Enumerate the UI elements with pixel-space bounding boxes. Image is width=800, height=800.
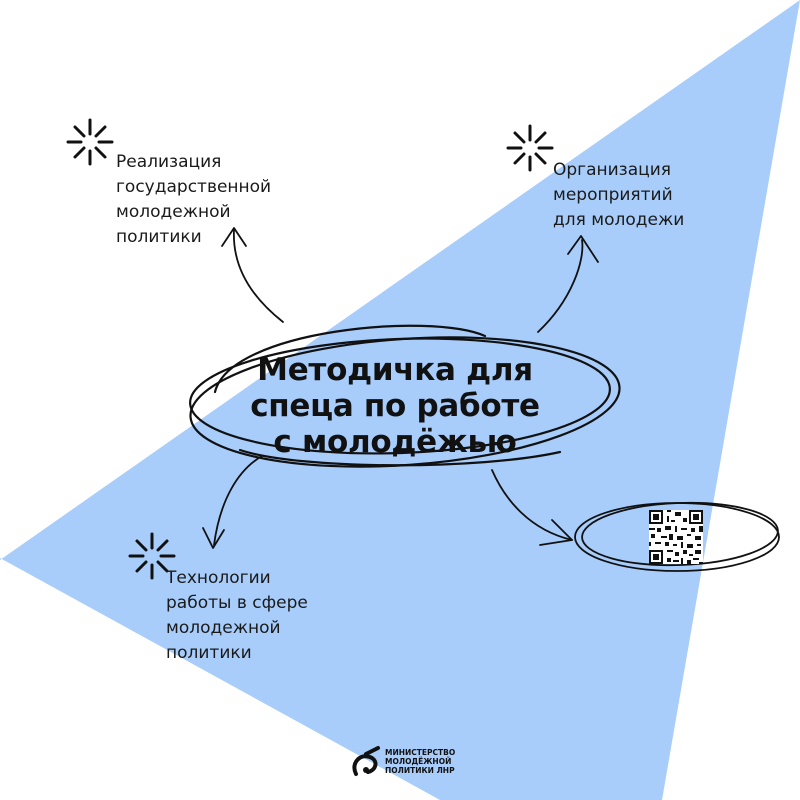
ministry-logo-icon xyxy=(352,746,380,776)
title-scribble-ellipse xyxy=(189,324,621,468)
logo-line: ПОЛИТИКИ ЛНР xyxy=(385,766,455,775)
title-line: спеца по работе xyxy=(250,388,540,424)
logo-line: МОЛОДЁЖНОЙ xyxy=(385,757,452,766)
title-line: Методичка для xyxy=(257,352,533,388)
topic-line: Технологии xyxy=(166,568,271,588)
arrow-to-topic-3 xyxy=(202,455,263,549)
topic-line: для молодежи xyxy=(553,210,685,230)
arrow-to-topic-2 xyxy=(537,235,599,333)
topic-line: Реализация xyxy=(116,152,222,172)
topic-line: политики xyxy=(166,643,252,663)
arrow-to-topic-1 xyxy=(221,227,284,323)
sparkle-burst-icon xyxy=(128,532,176,580)
logo-line: МИНИСТЕРСТВО xyxy=(385,748,456,757)
sparkle-burst-icon xyxy=(66,118,114,166)
topic-line: Организация xyxy=(553,160,671,180)
qr-scribble-ellipse xyxy=(574,501,780,572)
main-title: Методичка для спеца по работе с молодёжь… xyxy=(205,352,585,460)
topic-line: молодежной xyxy=(116,202,231,222)
arrow-to-qr xyxy=(491,469,573,546)
topic-line: государственной xyxy=(116,177,272,197)
topic-technologies: Технологии работы в сфере молодежной пол… xyxy=(166,566,308,666)
title-line: с молодёжью xyxy=(273,424,517,460)
ministry-logo-text: МИНИСТЕРСТВО МОЛОДЁЖНОЙ ПОЛИТИКИ ЛНР xyxy=(385,748,455,775)
topic-line: работы в сфере xyxy=(166,593,308,613)
topic-events: Организация мероприятий для молодежи xyxy=(553,158,684,233)
topic-line: молодежной xyxy=(166,618,281,638)
topic-line: мероприятий xyxy=(553,185,673,205)
sparkle-burst-icon xyxy=(506,124,554,172)
topic-line: политики xyxy=(116,227,202,247)
topic-state-policy: Реализация государственной молодежной по… xyxy=(116,150,271,250)
qr-code-icon[interactable] xyxy=(649,510,703,564)
